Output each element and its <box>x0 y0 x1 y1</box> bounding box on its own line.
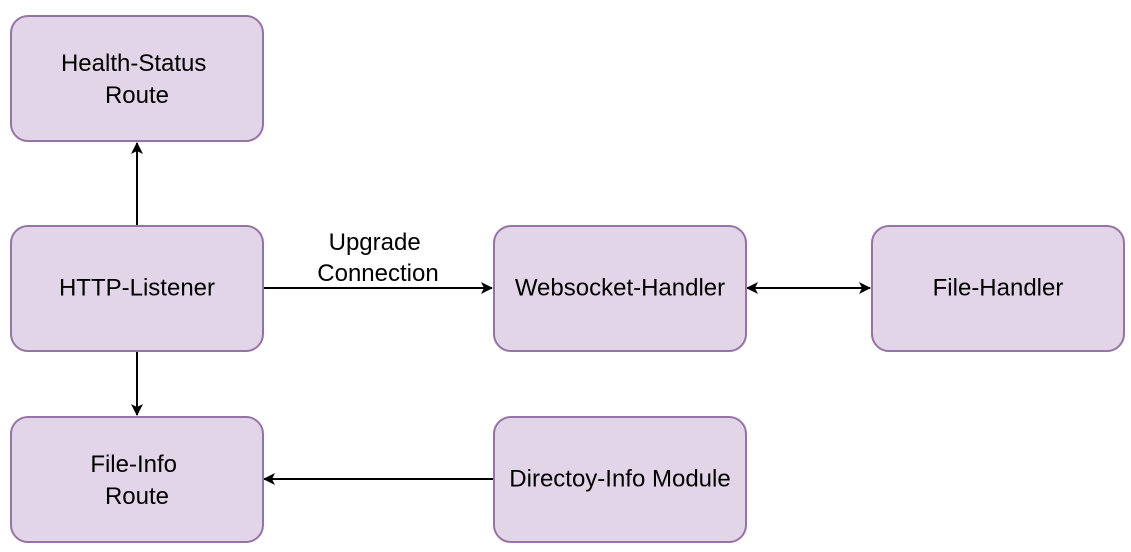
node-label: HTTP-Listener <box>59 275 215 302</box>
node-label-line2: Route <box>105 82 169 109</box>
node-health-status-route[interactable]: Health-Status Route <box>10 15 264 142</box>
node-http-listener[interactable]: HTTP-Listener <box>10 225 264 352</box>
edge-label-upgrade-connection: Upgrade Connection <box>317 229 438 287</box>
node-label: Health-Status Route <box>61 50 213 109</box>
edge-label-line2: Connection <box>317 260 438 287</box>
node-label: Directoy-Info Module <box>509 466 730 493</box>
edge-label-line1: Upgrade <box>329 229 421 256</box>
node-label-line1: Health-Status <box>61 50 206 77</box>
node-directory-info-module[interactable]: Directoy-Info Module <box>493 416 747 543</box>
node-label: Websocket-Handler <box>515 275 725 302</box>
node-label: File-Handler <box>933 275 1064 302</box>
node-label: File-Info Route <box>90 451 183 510</box>
node-websocket-handler[interactable]: Websocket-Handler <box>493 225 747 352</box>
node-file-handler[interactable]: File-Handler <box>871 225 1125 352</box>
node-label-line1: File-Info <box>90 451 177 478</box>
node-file-info-route[interactable]: File-Info Route <box>10 416 264 543</box>
node-label-line2: Route <box>105 483 169 510</box>
